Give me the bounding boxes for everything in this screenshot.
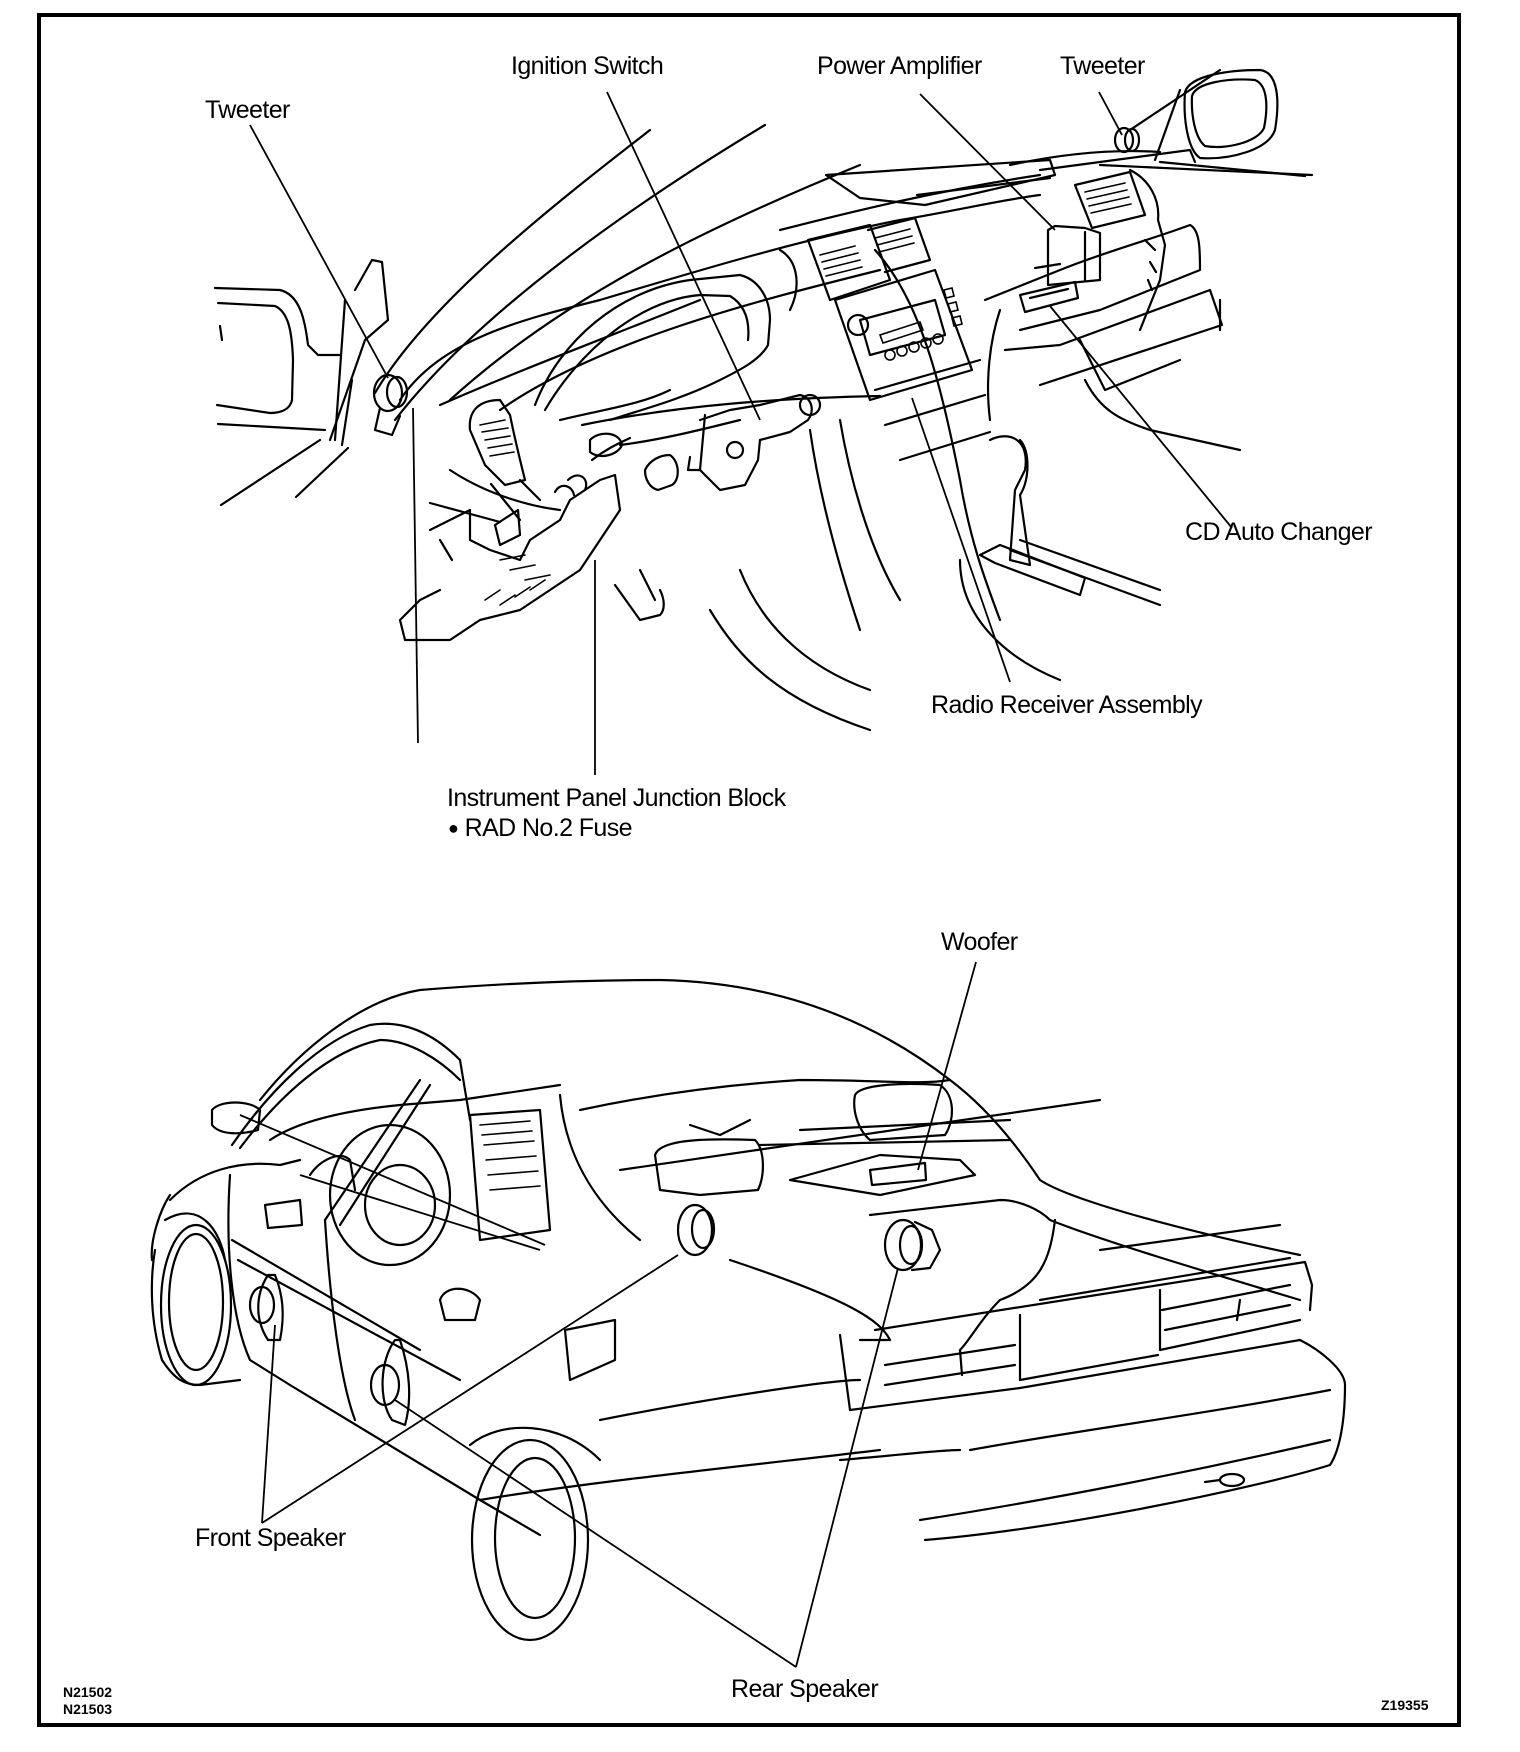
figure-code-n21502: N21502 <box>63 1684 113 1700</box>
label-tweeter-left: Tweeter <box>205 96 290 124</box>
label-tweeter-right: Tweeter <box>1060 52 1145 80</box>
label-cd-auto-changer: CD Auto Changer <box>1185 518 1373 546</box>
bottom-leader-lines <box>239 961 977 1668</box>
label-front-speaker: Front Speaker <box>195 1524 346 1552</box>
dashboard-drawing <box>213 68 1314 732</box>
label-power-amplifier: Power Amplifier <box>817 52 982 80</box>
top-leader-lines <box>249 91 1233 775</box>
figure-code-z19355: Z19355 <box>1381 1697 1429 1713</box>
car-drawing <box>150 978 1347 1642</box>
label-rear-speaker: Rear Speaker <box>731 1675 879 1703</box>
label-rad-fuse: ● RAD No.2 Fuse <box>448 814 633 842</box>
label-radio-receiver-assembly: Radio Receiver Assembly <box>931 691 1203 719</box>
bullet-icon: ● <box>448 818 459 838</box>
rad-fuse-text: RAD No.2 Fuse <box>464 814 633 842</box>
figure-border <box>37 13 1461 1727</box>
label-woofer: Woofer <box>941 928 1018 956</box>
label-ignition-switch: Ignition Switch <box>511 52 664 80</box>
figure-code-n21503: N21503 <box>63 1701 113 1717</box>
label-instrument-panel-junction-block: Instrument Panel Junction Block <box>447 784 786 812</box>
